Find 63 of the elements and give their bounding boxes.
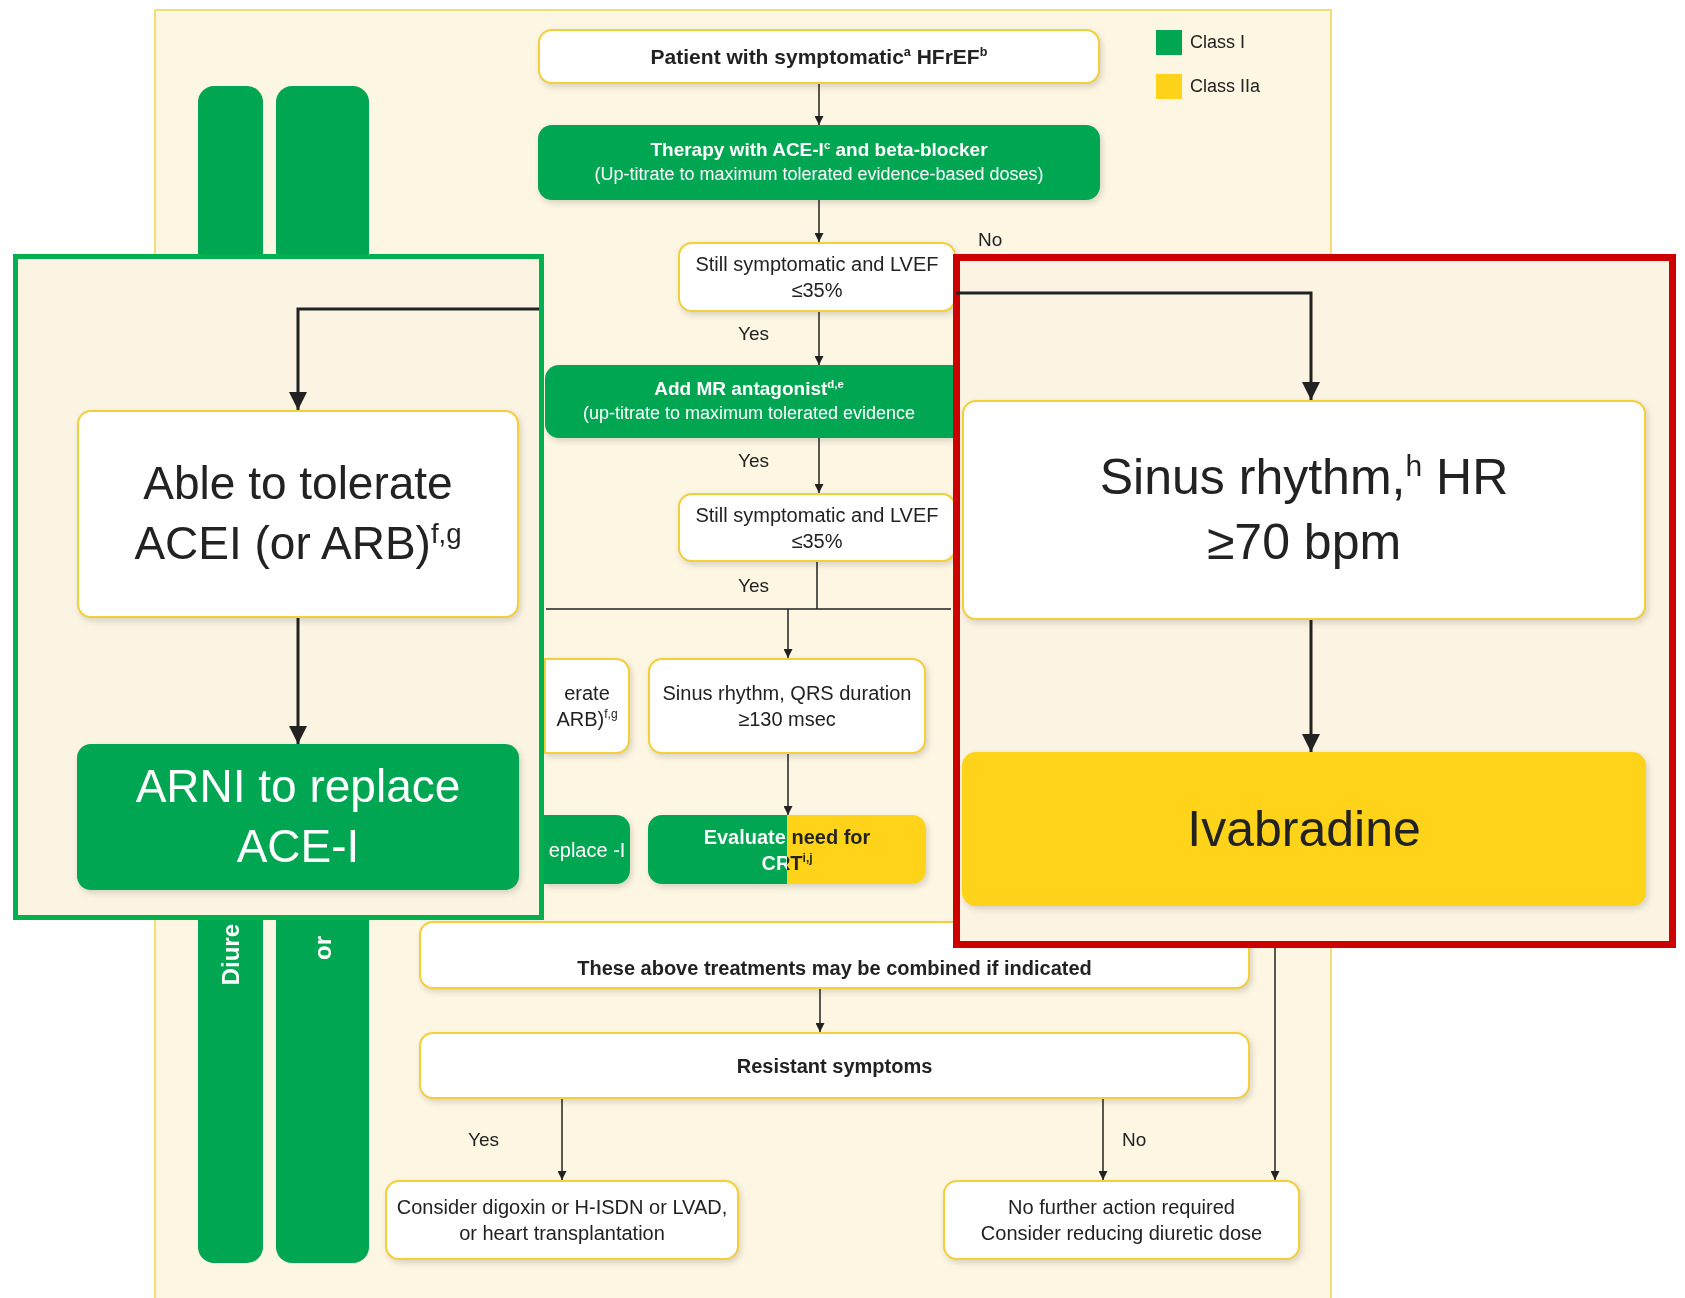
flow-box [385, 1180, 739, 1260]
box-text: Patient with symptomatic$^{a}$ HFrEF$^{b}$ [650, 43, 988, 70]
treatment-bar [276, 920, 369, 1263]
legend-label: Class IIa [1190, 76, 1261, 97]
flow-box [962, 400, 1646, 620]
flow-box [77, 410, 519, 618]
flow-box [538, 29, 1100, 84]
box-text: Consider reducing diuretic dose [980, 1221, 1263, 1246]
box-text: These above treatments may be combined if indicated [577, 956, 1092, 981]
edge-label: No [1121, 1130, 1148, 1151]
treatment-box [962, 752, 1646, 906]
box-heading: Therapy with ACE-I$^{c}$ and beta-blocker [650, 138, 988, 163]
box-text: (up-titrate to maximum tolerated evidence [582, 402, 916, 426]
legend-label: Class I [1190, 32, 1245, 53]
treatment-box [77, 744, 519, 890]
box-heading: No further action required [1008, 1195, 1235, 1220]
box-text: Ivabradine [1187, 799, 1421, 859]
treatment-bar [276, 86, 369, 254]
flow-box [648, 658, 926, 754]
box-text: Consider digoxin or H-ISDN or LVAD, or heart transplantation [395, 1195, 729, 1246]
box-text: Resistant symptoms [736, 1053, 933, 1079]
box-text: Still symptomatic and LVEF ≤35% [694, 252, 940, 303]
arrow [814, 199, 824, 243]
arrow [815, 988, 825, 1033]
box-text: Sinus rhythm, QRS duration ≥130 msec [661, 681, 913, 732]
box-heading: Add MR antagonist$^{d,e}$ [654, 377, 844, 402]
treatment-box [648, 815, 926, 884]
arrow [814, 311, 824, 366]
treatment-bar [198, 86, 263, 254]
box-text: Sinus rhythm,$^{h}$ HR ≥70 bpm [1098, 448, 1510, 572]
flow-box [678, 493, 956, 562]
box-text: or [310, 936, 335, 960]
arrow [956, 291, 1320, 400]
arrow [1302, 620, 1320, 752]
arrow [1270, 947, 1280, 1181]
flow-box [544, 658, 630, 754]
arrow [1098, 1098, 1108, 1181]
arrow [814, 83, 824, 126]
arrow [545, 561, 952, 659]
box-text: Able to tolerate ACEI (or ARB)$^{f,g}$ [133, 456, 463, 571]
treatment-box [538, 125, 1100, 200]
arrow [557, 1098, 567, 1181]
arrow [783, 753, 793, 816]
edge-label: Yes [737, 576, 770, 597]
box-text: ARNI to replace ACE-I [134, 759, 462, 874]
treatment-bar [198, 920, 263, 1263]
edge-label: Yes [737, 451, 770, 472]
flow-box [943, 1180, 1300, 1260]
box-text: (Up-titrate to maximum tolerated evidence-based doses) [594, 163, 1044, 187]
box-text: Still symptomatic and LVEF ≤35% [694, 502, 940, 554]
treatment-box [544, 815, 630, 884]
arrow [814, 437, 824, 494]
edge-label: Yes [467, 1130, 500, 1151]
box-text: erate ARB)$^{f,g}$ [555, 681, 619, 732]
edge-label: Yes [737, 324, 770, 345]
treatment-box [545, 365, 953, 438]
box-text: eplace -I [548, 837, 626, 863]
branch-label: No [978, 230, 1003, 249]
arrow [289, 307, 539, 410]
flow-box [678, 242, 956, 312]
arrow [289, 618, 307, 744]
box-text: Diure [218, 924, 243, 986]
flow-box [419, 1032, 1250, 1099]
